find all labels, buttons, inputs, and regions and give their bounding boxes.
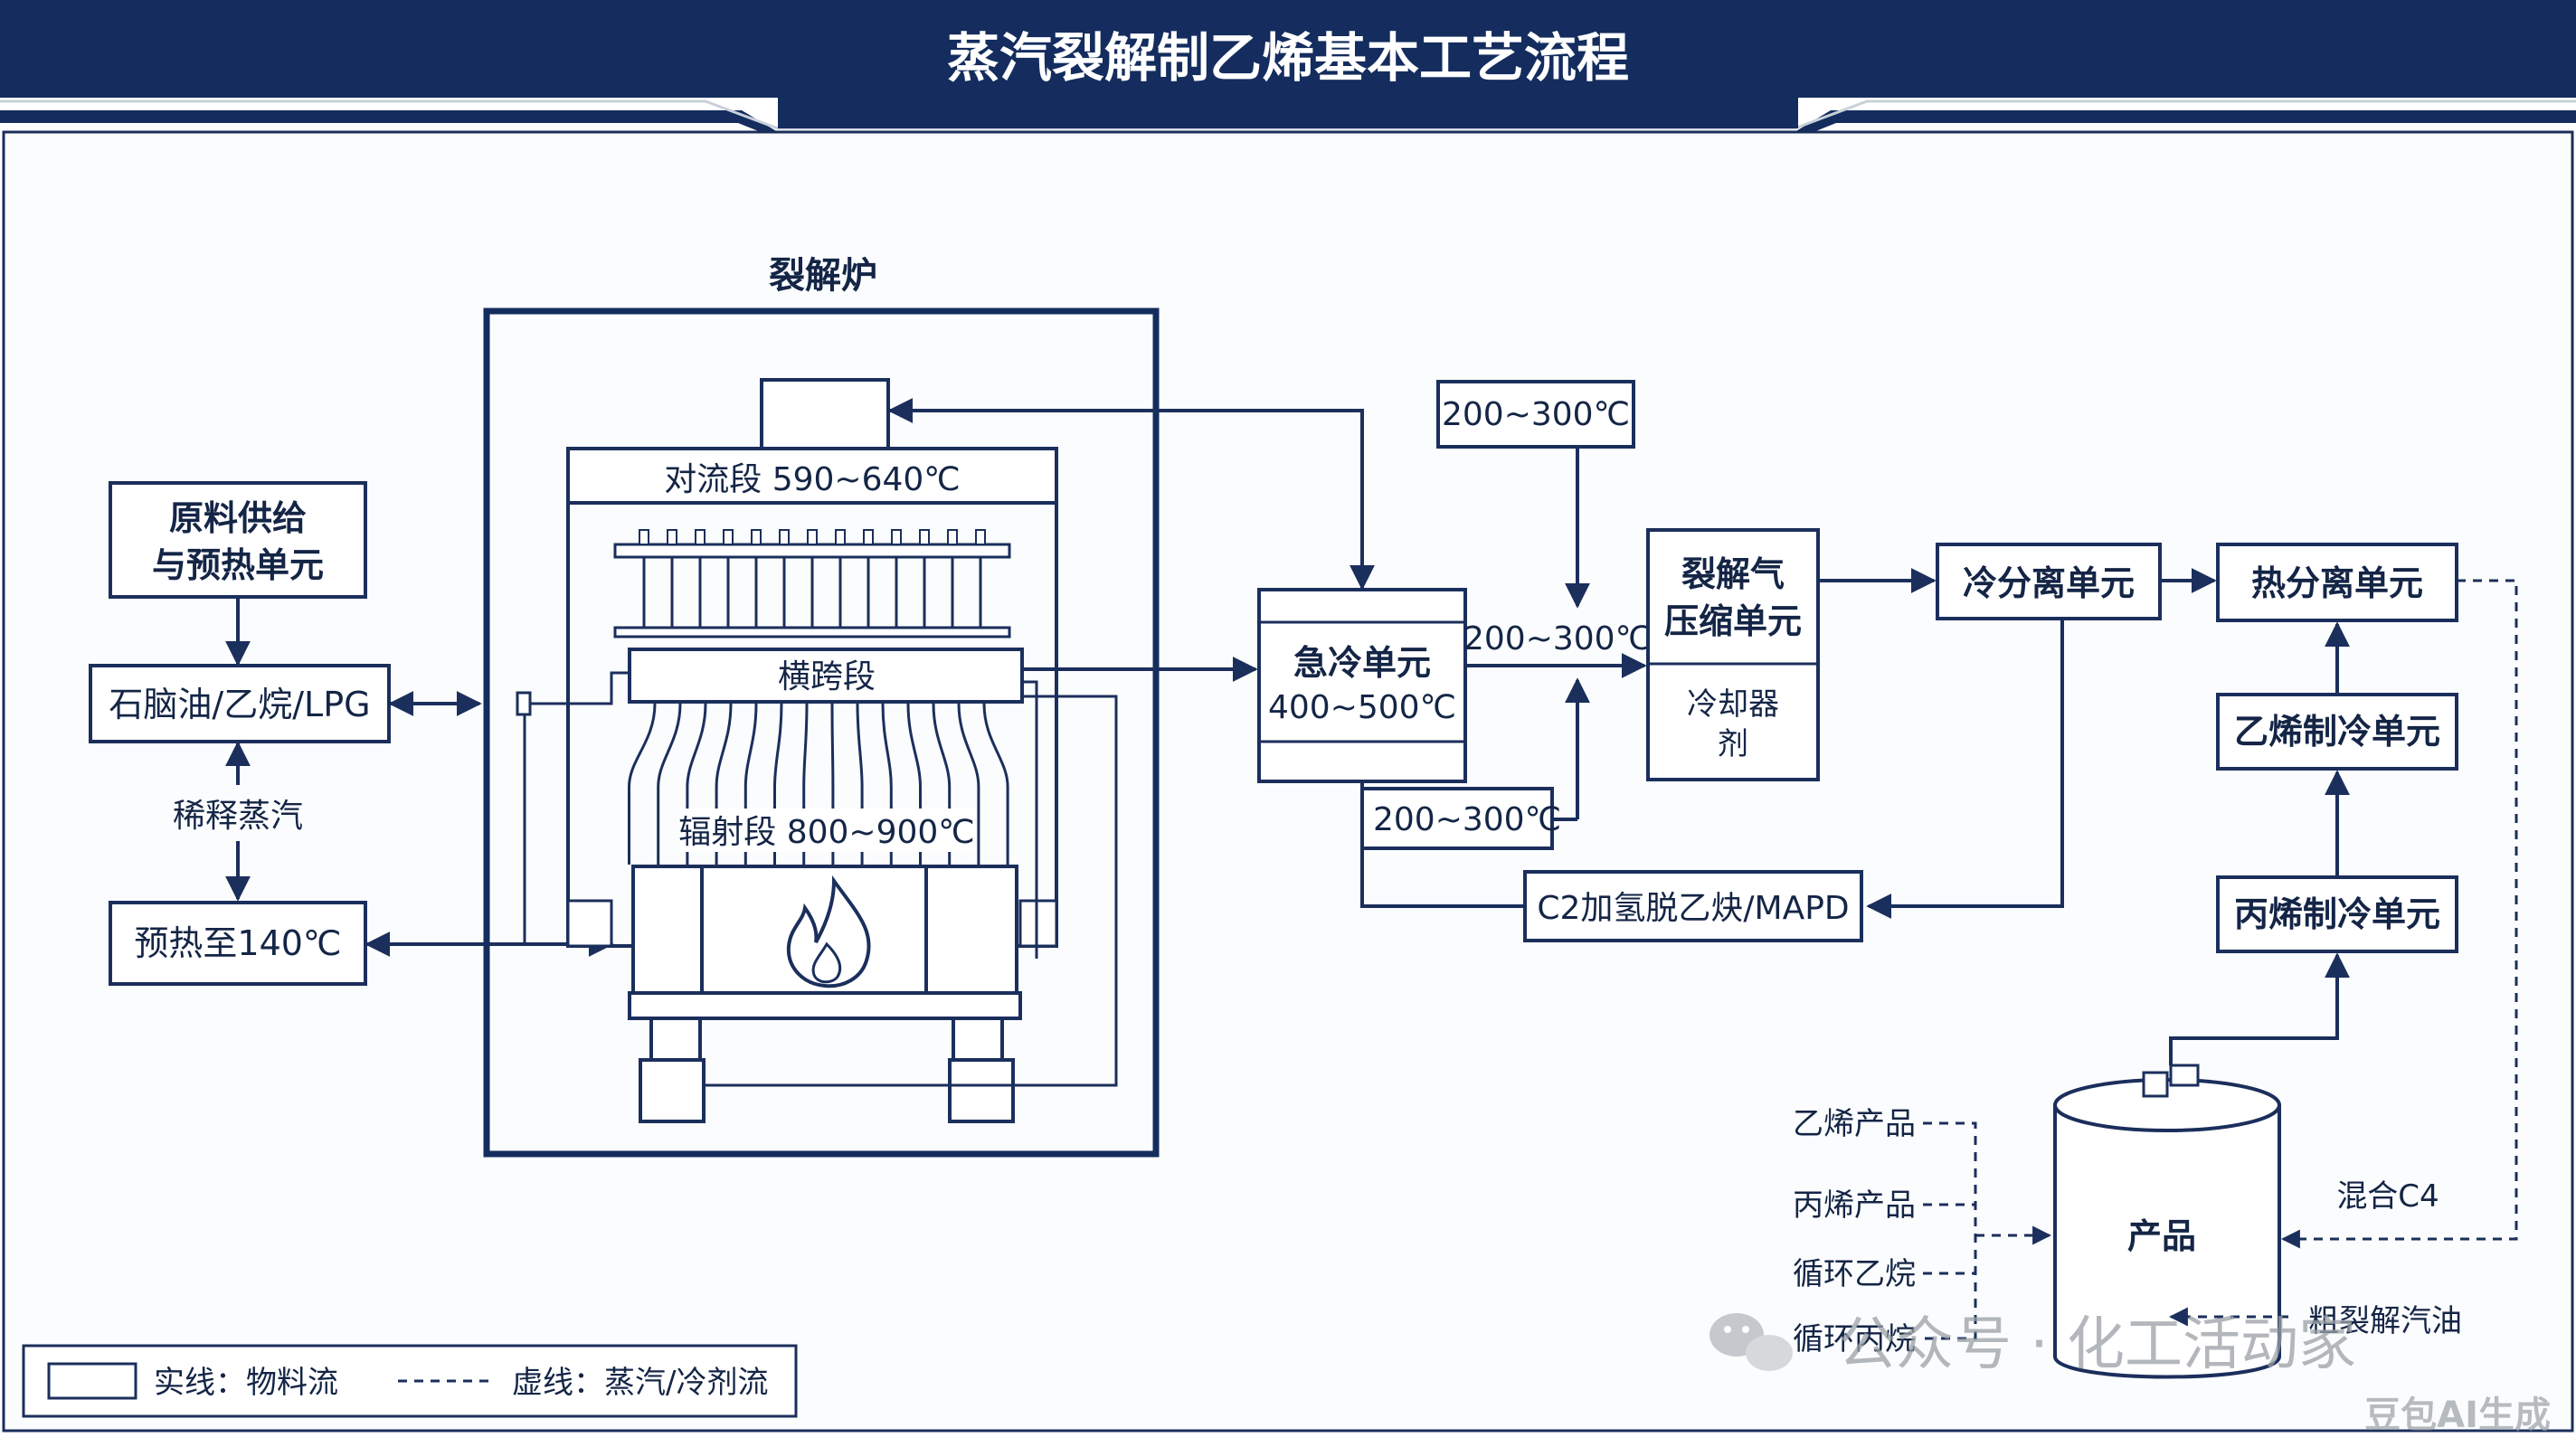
product-tank-label: 产品	[2127, 1216, 2196, 1256]
legend-solid-label: 实线：物料流	[154, 1365, 338, 1401]
propylene-refrigeration-box: 丙烯制冷单元	[2216, 875, 2458, 953]
convection-tube-nozzle	[779, 529, 790, 545]
product-input-recycle-propane: 循环丙烷	[1793, 1321, 1916, 1357]
temp-bottom-label: 200~300℃	[1373, 801, 1561, 838]
convection-label: 对流段 590~640℃	[664, 461, 960, 498]
convection-tube-nozzle	[863, 529, 874, 545]
radiant-tube	[686, 703, 707, 865]
page-title: 蒸汽裂解制乙烯基本工艺流程	[947, 27, 1629, 89]
compressor-unit-box: 裂解气 压缩单元 冷却器 剂	[1646, 528, 1820, 781]
convection-tube-nozzle	[947, 529, 958, 545]
radiant-tube	[957, 703, 980, 865]
radiant-tube	[802, 703, 809, 865]
quench-label-line2: 400~500℃	[1268, 689, 1456, 726]
radiant-tube	[906, 703, 922, 865]
feedstock-box: 石脑油/乙烷/LPG	[89, 664, 391, 743]
product-input-lines	[1923, 1121, 2052, 1340]
convection-tube-nozzle	[807, 529, 818, 545]
temp-top-label: 200~300℃	[1442, 396, 1630, 433]
dilution-steam-label: 稀释蒸汽	[173, 798, 303, 835]
propylene-refrigeration-label: 丙烯制冷单元	[2234, 894, 2440, 934]
furnace-title: 裂解炉	[769, 255, 877, 297]
firebox	[631, 865, 1018, 997]
radiant-tube	[657, 703, 682, 865]
product-input-propylene: 丙烯产品	[1793, 1187, 1916, 1224]
crossover-label: 横跨段	[778, 658, 876, 695]
radiant-tube	[932, 703, 952, 865]
furnace-stack	[760, 378, 890, 450]
temp-box-bottom: 200~300℃	[1360, 787, 1561, 850]
product-tank: 产品	[2053, 1064, 2281, 1379]
convection-tube-nozzle	[835, 529, 846, 545]
temp-box-top: 200~300℃	[1436, 380, 1635, 449]
radiant-tube	[628, 703, 657, 865]
watermark-text: 公众号 · 化工活动家	[1838, 1311, 2356, 1378]
ethylene-refrigeration-box: 乙烯制冷单元	[2216, 693, 2458, 771]
temp-middle-label: 200~300℃	[1463, 620, 1652, 657]
feed-unit-label-line1: 原料供给	[169, 498, 307, 538]
legend: 实线：物料流 虚线：蒸汽/冷剂流	[22, 1344, 798, 1418]
feedstock-label: 石脑油/乙烷/LPG	[109, 685, 370, 724]
product-input-ethylene: 乙烯产品	[1793, 1106, 1916, 1142]
radiant-tube	[743, 703, 758, 865]
convection-tube-nozzle	[891, 529, 902, 545]
c2-hydrogenation-box: C2加氢脱乙炔/MAPD	[1523, 870, 1863, 942]
quench-label-line1: 急冷单元	[1293, 643, 1431, 683]
cold-separation-box: 冷分离单元	[1936, 543, 2162, 620]
cold-separation-label: 冷分离单元	[1963, 563, 2135, 603]
compressor-sub-line1: 冷却器	[1687, 686, 1779, 723]
feed-unit-box: 原料供给 与预热单元	[109, 481, 367, 599]
flame-icon	[786, 875, 871, 988]
radiant-tube	[856, 703, 864, 865]
legend-solid-swatch	[47, 1362, 137, 1400]
mixed-c4-line	[2280, 579, 2518, 1249]
ethylene-refrigeration-label: 乙烯制冷单元	[2234, 712, 2440, 752]
quench-unit-box: 急冷单元 400~500℃	[1257, 588, 1467, 783]
c2-hydrogenation-label: C2加氢脱乙炔/MAPD	[1537, 890, 1849, 927]
header-bar	[0, 0, 2576, 137]
hot-separation-label: 热分离单元	[2251, 563, 2423, 603]
radiant-tube	[715, 703, 733, 865]
convection-tube-nozzle	[695, 529, 706, 545]
product-input-recycle-ethane: 循环乙烷	[1793, 1256, 1916, 1292]
radiant-tube	[982, 703, 1009, 865]
pyrolysis-gasoline-label: 粗裂解汽油	[2308, 1303, 2462, 1339]
radiant-tubes	[628, 703, 1009, 865]
crossover-section	[628, 648, 1024, 704]
convection-tube-nozzle	[639, 529, 649, 545]
preheat-box: 预热至140℃	[109, 901, 367, 986]
wechat-icon	[1709, 1313, 1793, 1371]
hot-separation-box: 热分离单元	[2216, 543, 2458, 622]
convection-tube-nozzle	[751, 529, 762, 545]
radiant-tube	[830, 703, 835, 865]
mixed-c4-label: 混合C4	[2336, 1178, 2439, 1215]
preheat-label: 预热至140℃	[134, 923, 341, 963]
convection-tube-nozzle	[667, 529, 677, 545]
convection-tube-nozzle	[975, 529, 986, 545]
radiant-label: 辐射段 800~900℃	[678, 814, 974, 851]
convection-tube-nozzle	[919, 529, 930, 545]
compressor-sub-line2: 剂	[1718, 726, 1748, 762]
legend-dashed-label: 虚线：蒸汽/冷剂流	[512, 1365, 768, 1401]
feed-unit-label-line2: 与预热单元	[152, 545, 324, 585]
compressor-label-line1: 裂解气	[1681, 554, 1785, 594]
watermark-ai-label: 豆包AI生成	[2364, 1395, 2551, 1436]
convection-tube-nozzle	[723, 529, 734, 545]
radiant-tube	[773, 703, 783, 865]
furnace-frame	[483, 307, 1160, 1158]
radiant-tube	[881, 703, 893, 865]
compressor-label-line2: 压缩单元	[1664, 601, 1802, 641]
